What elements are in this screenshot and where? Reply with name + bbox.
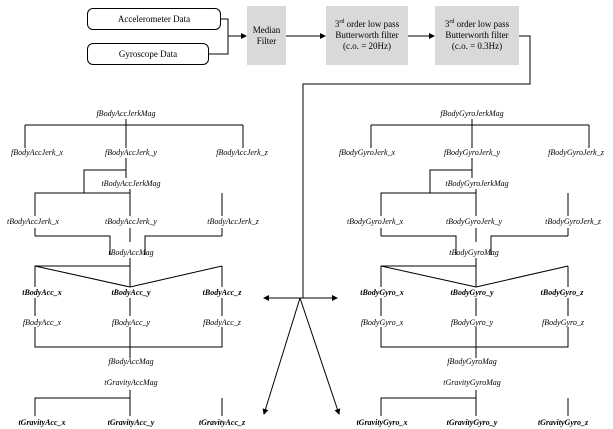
accelerometer-data-label: Accelerometer Data xyxy=(117,13,191,24)
gyro-fjerk-z-label: fBodyGyroJerk_z xyxy=(548,148,604,157)
butterworth-03hz-box: 3rd order low pass Butterworth filter (c… xyxy=(435,6,519,65)
gyro-tjerk-z-label: tBodyGyroJerk_z xyxy=(545,217,601,226)
butter2-to-center-line xyxy=(302,35,531,298)
gyro-tjerk-y-label: tBodyGyroJerk_y xyxy=(445,217,503,226)
acc-fjerk-z-label: fBodyAccJerk_z xyxy=(216,148,268,157)
acc-to-join-line xyxy=(221,18,229,36)
acc-tjerk-z-label: tBodyAccJerk_z xyxy=(207,217,259,226)
gyro-t-x-label: tBodyGyro_x xyxy=(360,288,404,297)
butterworth-20hz-cutoff: (c.o. = 20Hz) xyxy=(342,41,392,51)
acc-tjerk-y-label: tBodyAccJerk_y xyxy=(105,217,157,226)
acc-fjerkmag-label: fBodyAccJerkMag xyxy=(96,109,156,118)
acc-fjerk-x-label: fBodyAccJerk_x xyxy=(11,148,63,157)
acc-gmag-label: tGravityAccMag xyxy=(104,378,158,387)
acc-g-z-label: tGravityAcc_z xyxy=(198,418,246,427)
center-down-left-arrow xyxy=(262,297,301,415)
acc-fjerk-y-label: fBodyAccJerk_y xyxy=(105,148,157,157)
gyro-gmag-label: tGravityGyroMag xyxy=(443,378,501,387)
gyro-t-y-label: tBodyGyro_y xyxy=(450,288,494,297)
gyro-g-z-label: tGravityGyro_z xyxy=(537,418,589,427)
acc-f-x-label: fBodyAcc_x xyxy=(22,318,62,327)
gyro-fjerkmag-label: fBodyGyroJerkMag xyxy=(440,109,504,118)
acc-tmag-label: tBodyAccMag xyxy=(108,248,154,257)
acc-g-y-label: tGravityAcc_y xyxy=(107,418,155,427)
gyro-f-z-label: fBodyGyro_z xyxy=(542,318,584,327)
gyro-f-y-label: fBodyGyro_y xyxy=(450,318,494,327)
acc-f-y-label: fBodyAcc_y xyxy=(111,318,151,327)
butterworth-20hz-box: 3rd order low pass Butterworth filter (c… xyxy=(326,6,408,65)
gyro-tree-lines xyxy=(370,119,590,416)
acc-g-x-label: tGravityAcc_x xyxy=(18,418,66,427)
median-filter-box: Median Filter xyxy=(247,6,286,65)
acc-tjerkmag-label: tBodyAccJerkMag xyxy=(101,179,161,188)
gyro-f-x-label: fBodyGyro_x xyxy=(360,318,404,327)
acc-tree-lines xyxy=(24,119,244,416)
gyro-g-x-label: tGravityGyro_x xyxy=(356,418,408,427)
gyro-tmag-label: tBodyGyroMag xyxy=(449,248,499,257)
gyro-t-z-label: tBodyGyro_z xyxy=(540,288,584,297)
gyro-g-y-label: tGravityGyro_y xyxy=(446,418,498,427)
acc-tjerk-x-label: tBodyAccJerk_x xyxy=(7,217,59,226)
center-down-right-arrow xyxy=(299,297,341,415)
acc-t-z-label: tBodyAcc_z xyxy=(202,288,242,297)
gyro-fjerk-y-label: fBodyGyroJerk_y xyxy=(443,148,501,157)
gyroscope-data-label: Gyroscope Data xyxy=(118,48,178,59)
butterworth-20hz-label: 3rd order low pass Butterworth filter xyxy=(334,19,400,40)
acc-t-x-label: tBodyAcc_x xyxy=(22,288,62,297)
butterworth-03hz-label: 3rd order low pass Butterworth filter xyxy=(444,19,510,40)
gyro-fjerk-x-label: fBodyGyroJerk_x xyxy=(338,148,396,157)
gyro-fmag-label: fBodyGyroMag xyxy=(447,357,497,366)
acc-fmag-label: fBodyAccMag xyxy=(108,357,154,366)
accelerometer-data-box: Accelerometer Data xyxy=(87,8,221,30)
gyro-tjerk-x-label: tBodyGyroJerk_x xyxy=(346,217,404,226)
acc-f-z-label: fBodyAcc_z xyxy=(203,318,241,327)
gyro-tjerkmag-label: tBodyGyroJerkMag xyxy=(445,179,509,188)
butterworth-03hz-cutoff: (c.o. = 0.3Hz) xyxy=(451,41,503,51)
acc-t-y-label: tBodyAcc_y xyxy=(111,288,151,297)
gyro-to-join-line xyxy=(209,36,229,55)
gyroscope-data-box: Gyroscope Data xyxy=(87,43,209,65)
median-filter-label: Median Filter xyxy=(252,24,281,46)
